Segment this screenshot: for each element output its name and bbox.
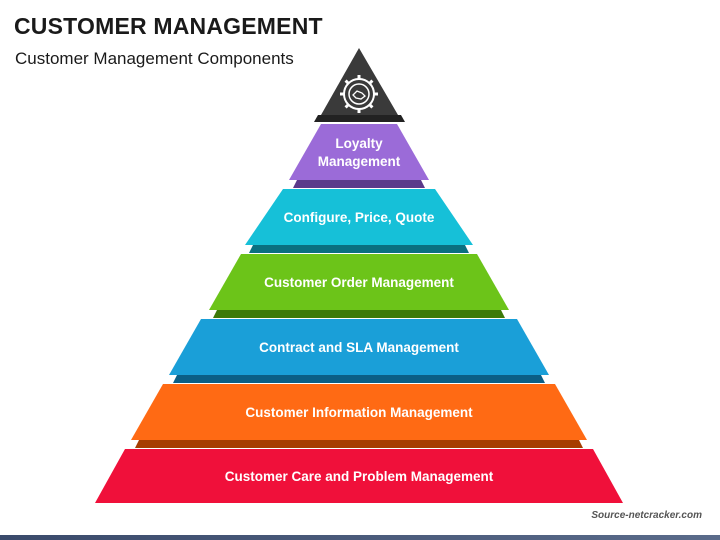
pyramid-top [321, 48, 398, 115]
pyramid-tier-6 [95, 449, 623, 503]
pyramid-tier-4 [169, 319, 549, 375]
page-subtitle: Customer Management Components [15, 49, 294, 68]
pyramid-tier-5-label: Customer Information Management [245, 405, 473, 420]
pyramid-top-shadow [314, 115, 405, 122]
pyramid-tier-shadow-1 [293, 180, 425, 188]
pyramid-tier-1-label: Management [318, 154, 401, 169]
pyramid-tier-2 [245, 189, 473, 245]
bottom-accent-bar [0, 535, 720, 540]
pyramid-tier-shadow-3 [213, 310, 505, 318]
pyramid-tier-3 [209, 254, 509, 310]
pyramid-tier-2-label: Configure, Price, Quote [284, 210, 435, 225]
pyramid-tier-1 [289, 124, 429, 180]
pyramid-tier-shadow-4 [173, 375, 545, 383]
pyramid-tier-4-label: Contract and SLA Management [259, 340, 459, 355]
pyramid-tier-5 [131, 384, 587, 440]
page-title: CUSTOMER MANAGEMENT [14, 13, 323, 39]
gear-handshake-icon [340, 75, 378, 113]
pyramid-tier-1-label: Loyalty [335, 136, 383, 151]
pyramid-tier-6-label: Customer Care and Problem Management [225, 469, 494, 484]
pyramid-tier-shadow-5 [135, 440, 583, 448]
pyramid-tier-3-label: Customer Order Management [264, 275, 454, 290]
pyramid-tier-shadow-2 [249, 245, 469, 253]
source-credit: Source-netcracker.com [591, 510, 702, 521]
